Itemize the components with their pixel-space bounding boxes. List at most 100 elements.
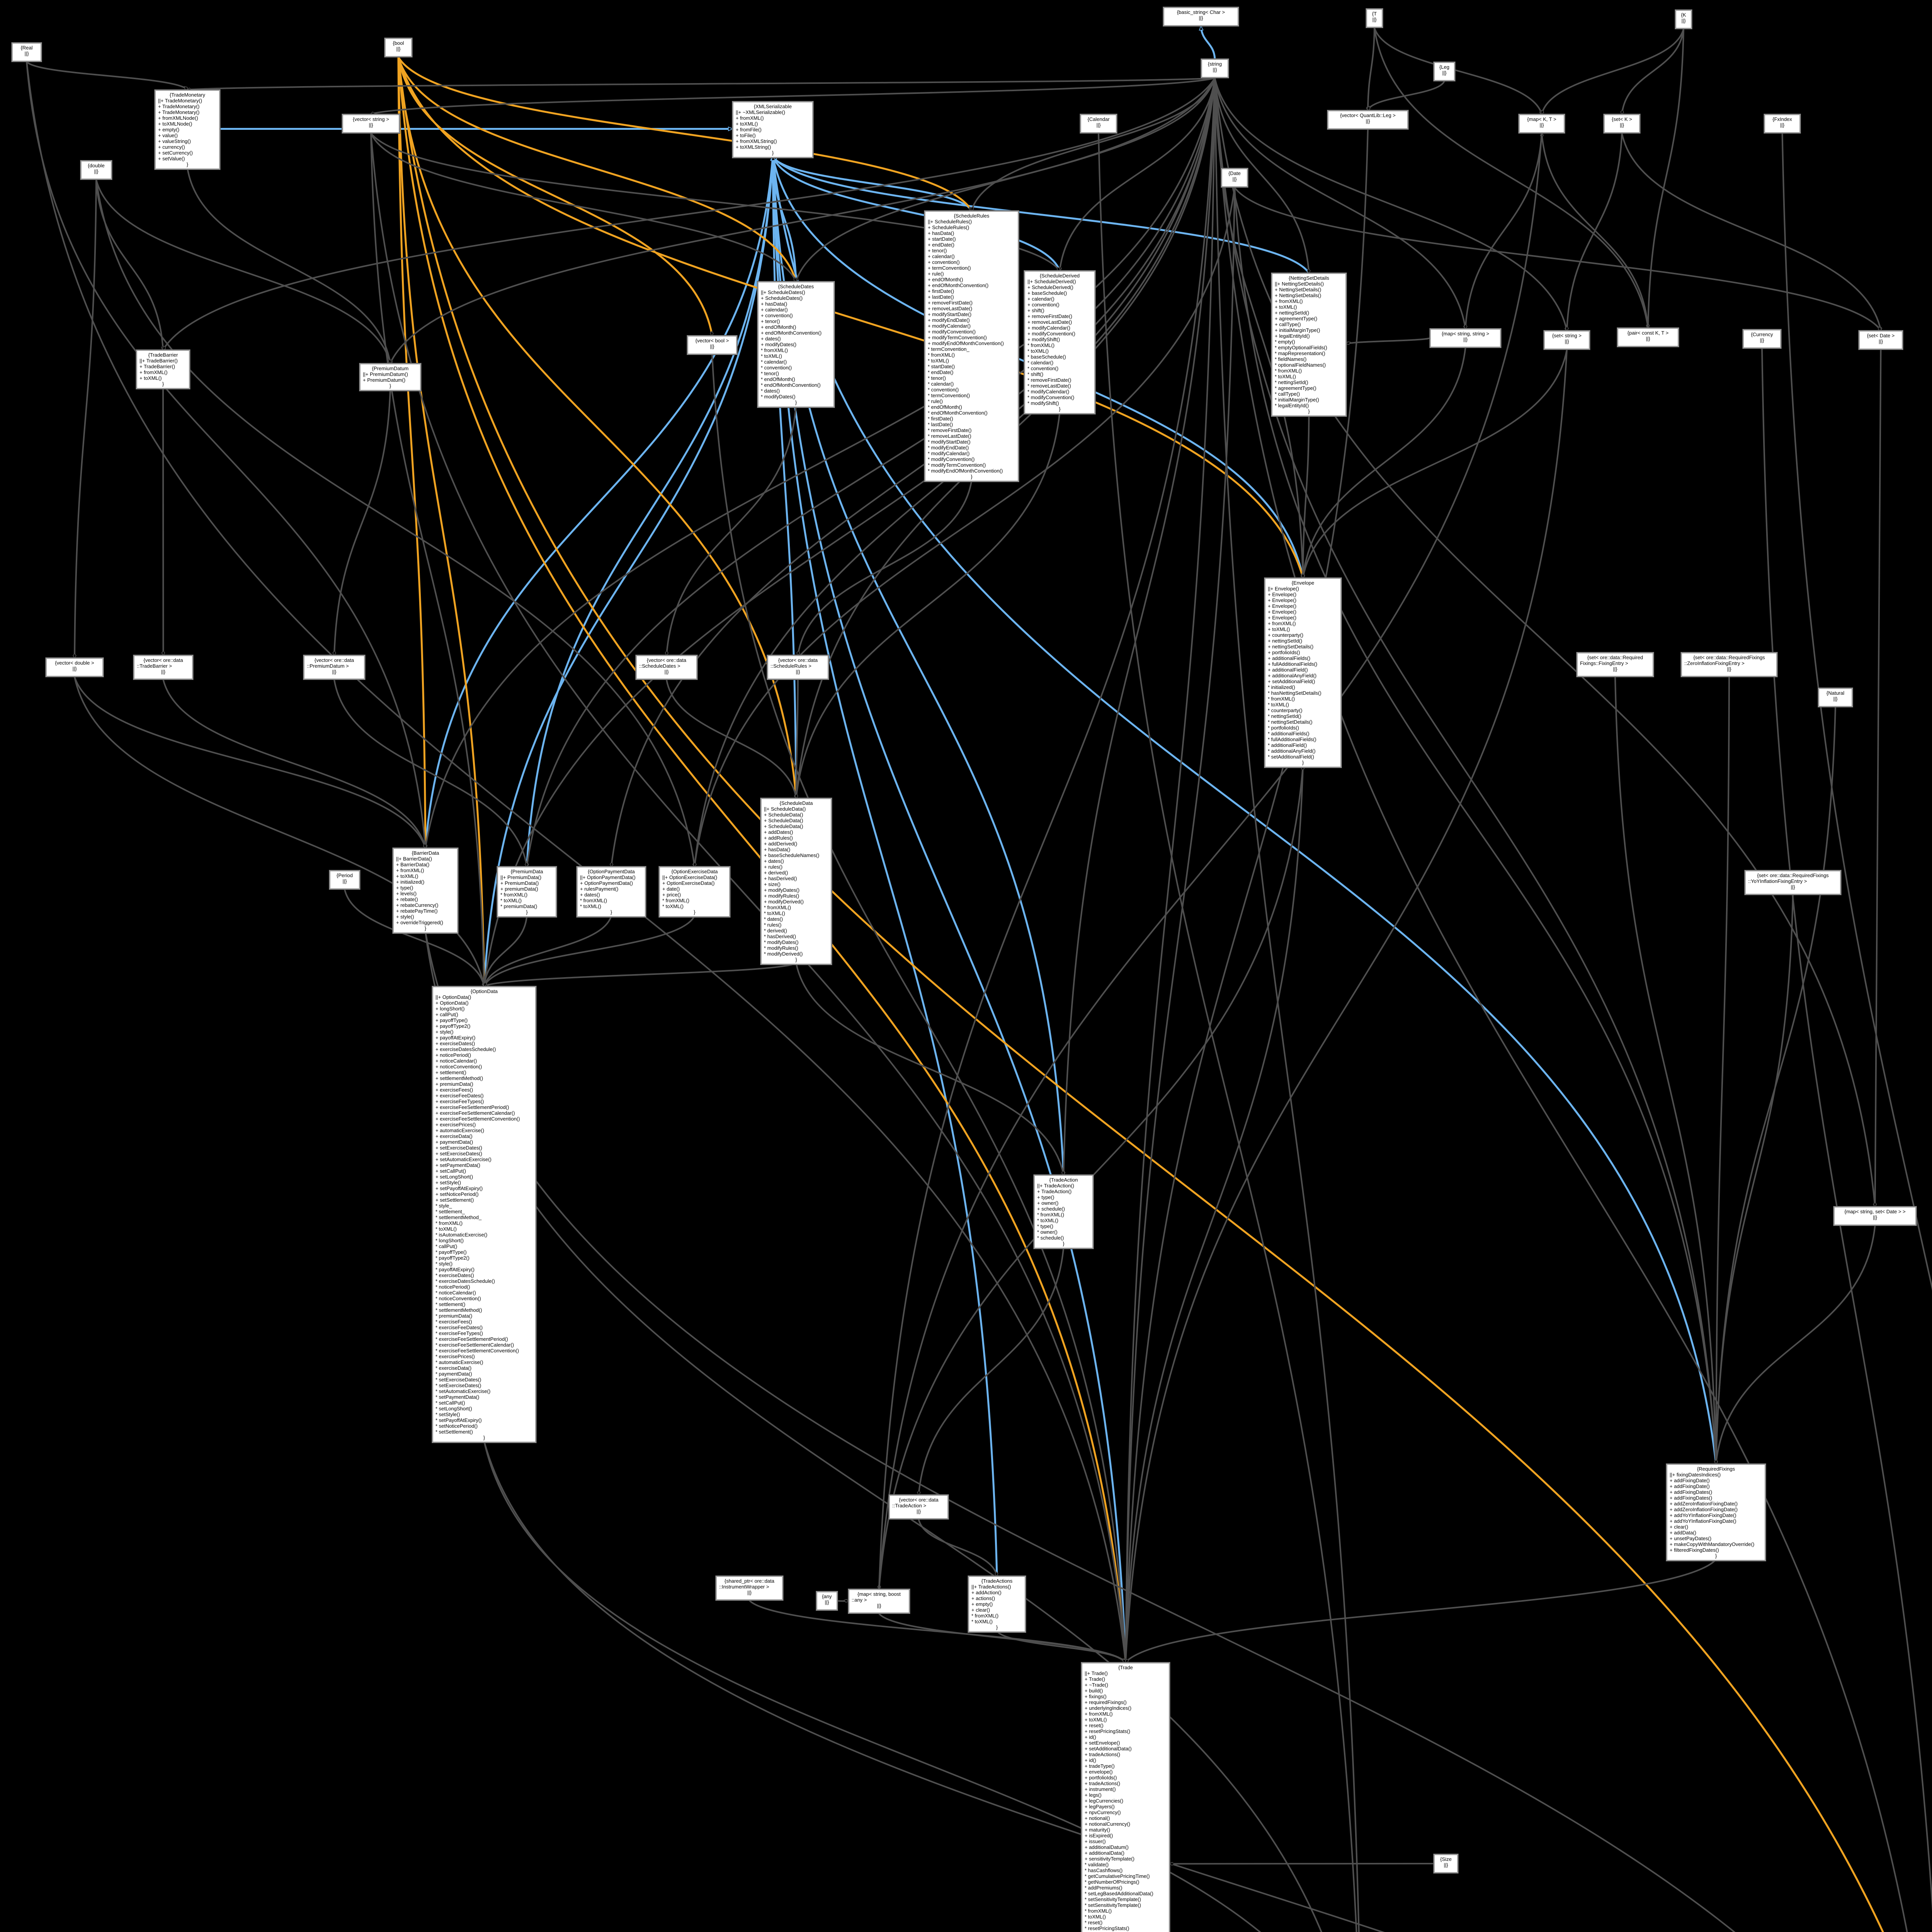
class-node-premiumDatum[interactable]: {PremiumDatum||+ PremiumDatum()+ Premium… bbox=[359, 363, 422, 391]
edge-vecScheduleDates-scheduleData bbox=[666, 679, 798, 799]
class-node-bool[interactable]: {bool||} bbox=[384, 37, 413, 58]
class-member: + notionalCurrency() bbox=[1085, 1821, 1131, 1827]
class-node-optionPaymentData[interactable]: {OptionPaymentData||+ OptionPaymentData(… bbox=[576, 866, 646, 918]
edge-vecLeg-trade bbox=[1124, 129, 1369, 1663]
class-node-setZeroFixingEntry[interactable]: {set< ore::data::RequiredFixings::ZeroIn… bbox=[1680, 652, 1778, 677]
class-node-vecTradeAction[interactable]: {vector< ore::data::TradeAction >||} bbox=[888, 1494, 949, 1520]
class-node-str[interactable]: {string||} bbox=[1201, 58, 1229, 78]
class-member: * fieldNames() bbox=[1275, 356, 1307, 362]
edge-vecDouble-barrierData bbox=[74, 677, 427, 849]
class-member: + exerciseFeeSettlementPeriod() bbox=[435, 1104, 509, 1110]
class-node-mapKT[interactable]: {map< K, T >||} bbox=[1518, 114, 1565, 134]
class-node-barrierData[interactable]: {BarrierData||+ BarrierData()+ BarrierDa… bbox=[392, 847, 459, 934]
class-node-nettingSetDetails[interactable]: {NettingSetDetails||+ NettingSetDetails(… bbox=[1271, 272, 1347, 417]
class-node-vecString[interactable]: {vector< string >||} bbox=[342, 114, 400, 134]
class-node-basicString[interactable]: {basic_string< Char >||} bbox=[1163, 7, 1239, 27]
class-member: + tradeType() bbox=[1085, 1763, 1115, 1769]
class-member: + fromXML() bbox=[1268, 621, 1296, 626]
class-member: * hasDerived() bbox=[764, 934, 796, 939]
class-node-calendar[interactable]: {Calendar||} bbox=[1080, 114, 1117, 134]
class-member: * dates() bbox=[764, 916, 783, 922]
class-name: {OptionData bbox=[470, 988, 498, 994]
edge-str-barrierData bbox=[423, 78, 1216, 849]
edge-vecScheduleRules-scheduleData bbox=[794, 679, 799, 799]
class-node-sharedPtrInstrWrapper[interactable]: {shared_ptr< ore::data::InstrumentWrappe… bbox=[715, 1575, 784, 1601]
edge-calendar-barrierOption bbox=[1098, 133, 1357, 1932]
class-member: * exerciseFeeSettlementConvention() bbox=[435, 1348, 519, 1354]
class-node-setString[interactable]: {set< string >||} bbox=[1543, 330, 1590, 350]
class-node-real[interactable]: {Real||} bbox=[11, 42, 42, 62]
class-member: * toXML() bbox=[1275, 374, 1296, 379]
class-node-requiredFixings[interactable]: {RequiredFixings||+ fixingDatesIndices()… bbox=[1666, 1463, 1766, 1561]
class-node-vecBool[interactable]: {vector< bool >||} bbox=[687, 335, 738, 355]
class-node-pairKT[interactable]: {pair< const K, T >||} bbox=[1617, 327, 1679, 347]
edge-bool-scheduleRules bbox=[397, 56, 973, 212]
class-member: + fromXML() bbox=[736, 115, 764, 121]
class-node-any[interactable]: {any||} bbox=[816, 1591, 838, 1611]
class-member: + addFixingDates() bbox=[1670, 1495, 1713, 1501]
class-node-mapStringSetDate[interactable]: {map< string, set< Date > >||} bbox=[1833, 1206, 1917, 1226]
class-name: {ScheduleDerived bbox=[1039, 273, 1080, 279]
class-member: + tenor() bbox=[761, 318, 780, 324]
class-node-optionExerciseData[interactable]: {OptionExerciseData||+ OptionExerciseDat… bbox=[658, 866, 731, 918]
class-member: ||+ OptionData() bbox=[435, 994, 471, 1000]
class-node-xmlSerializable[interactable]: {XMLSerializable||+ ~XMLSerializable()+ … bbox=[732, 101, 814, 158]
class-node-scheduleRules[interactable]: {ScheduleRules||+ ScheduleRules()+ Sched… bbox=[924, 210, 1019, 482]
class-node-currency[interactable]: {Currency||} bbox=[1742, 329, 1782, 349]
class-node-date[interactable]: {Date||} bbox=[1221, 168, 1248, 188]
class-node-tradeActions[interactable]: {TradeActions||+ TradeActions()+ addActi… bbox=[968, 1575, 1026, 1633]
class-node-scheduleData[interactable]: {ScheduleData||+ ScheduleData()+ Schedul… bbox=[760, 798, 832, 965]
class-member: * legalEntityId() bbox=[1275, 403, 1309, 408]
class-node-trade[interactable]: {Trade||+ Trade()+ Trade()+ ~Trade()+ bu… bbox=[1081, 1662, 1170, 1932]
class-node-fxIndex[interactable]: {FxIndex||} bbox=[1764, 114, 1801, 134]
class-node-tradeBarrier[interactable]: {TradeBarrier||+ TradeBarrier()+ TradeBa… bbox=[136, 349, 190, 389]
class-node-setK[interactable]: {set< K >||} bbox=[1603, 114, 1641, 134]
class-node-premiumData[interactable]: {PremiumData||+ PremiumData()+ PremiumDa… bbox=[497, 866, 557, 918]
class-node-vecPremiumDatum[interactable]: {vector< ore::data::PremiumDatum >||} bbox=[303, 655, 366, 680]
class-member: ||} bbox=[1681, 18, 1686, 24]
class-node-natural[interactable]: {Natural||} bbox=[1818, 687, 1853, 707]
class-node-vecLeg[interactable]: {vector< QuantLib::Leg >||} bbox=[1327, 110, 1409, 130]
class-member: ||} bbox=[1833, 696, 1838, 702]
class-node-T[interactable]: {T||} bbox=[1366, 8, 1383, 28]
class-member: * modifyStartDate() bbox=[928, 439, 971, 445]
class-node-mapStringString[interactable]: {map< string, string >||} bbox=[1429, 328, 1502, 348]
class-node-tradeAction[interactable]: {TradeAction||+ TradeAction()+ TradeActi… bbox=[1033, 1174, 1094, 1249]
class-node-vecDouble[interactable]: {vector< double >||} bbox=[45, 657, 104, 677]
class-node-dbl[interactable]: {double||} bbox=[80, 160, 112, 180]
class-node-leg[interactable]: {Leg||} bbox=[1433, 61, 1456, 82]
class-node-vecScheduleRules[interactable]: {vector< ore::data::ScheduleRules >||} bbox=[767, 655, 829, 680]
class-node-tradeMonetary[interactable]: {TradeMonetary||+ TradeMonetary()+ Trade… bbox=[154, 89, 221, 170]
class-member: + addDates() bbox=[764, 829, 793, 835]
class-node-period[interactable]: {Period||} bbox=[329, 870, 361, 890]
class-member: + OptionPaymentData() bbox=[580, 880, 633, 886]
class-name: {vector< ore::data bbox=[899, 1497, 939, 1503]
class-name: {Envelope bbox=[1291, 580, 1315, 586]
class-node-setYoYFixingEntry[interactable]: {set< ore::data::RequiredFixings::YoYInf… bbox=[1744, 870, 1842, 895]
class-member: * toXML() bbox=[1027, 348, 1049, 354]
class-member: + Envelope() bbox=[1268, 597, 1297, 603]
class-node-scheduleDerived[interactable]: {ScheduleDerived||+ ScheduleDerived()+ S… bbox=[1024, 270, 1096, 415]
class-node-setDate[interactable]: {set< Date >||} bbox=[1858, 330, 1903, 350]
class-member: * payoffType2() bbox=[435, 1255, 469, 1261]
class-node-optionData[interactable]: {OptionData||+ OptionData()+ OptionData(… bbox=[432, 986, 537, 1443]
class-name: {vector< string > bbox=[353, 116, 389, 122]
class-member: * additionalField() bbox=[1268, 742, 1307, 748]
class-node-vecTradeBarrier[interactable]: {vector< ore::data::TradeBarrier >||} bbox=[133, 655, 194, 680]
class-node-scheduleDates[interactable]: {ScheduleDates||+ ScheduleDates()+ Sched… bbox=[757, 281, 835, 408]
edge-K-pairKT bbox=[1646, 29, 1684, 329]
class-member: * mapRepresentation() bbox=[1275, 350, 1325, 356]
class-node-envelope[interactable]: {Envelope||+ Envelope()+ Envelope()+ Env… bbox=[1264, 577, 1342, 768]
class-member: * callPut() bbox=[435, 1243, 457, 1249]
class-node-mapStringAny[interactable]: {map< string, boost::any >||} bbox=[848, 1588, 910, 1614]
class-member: * convention() bbox=[761, 365, 792, 371]
class-member: * modifyRules() bbox=[764, 945, 798, 951]
class-member: + maturity() bbox=[1085, 1827, 1111, 1833]
class-node-K[interactable]: {K||} bbox=[1675, 9, 1692, 29]
class-member: * toXML() bbox=[764, 910, 785, 916]
edge-str-optionPaymentData bbox=[609, 78, 1216, 867]
class-node-size[interactable]: {Size||} bbox=[1433, 1854, 1459, 1874]
class-member: + TradeBarrier() bbox=[139, 364, 175, 369]
class-node-vecScheduleDates[interactable]: {vector< ore::data::ScheduleDates >||} bbox=[635, 655, 698, 680]
